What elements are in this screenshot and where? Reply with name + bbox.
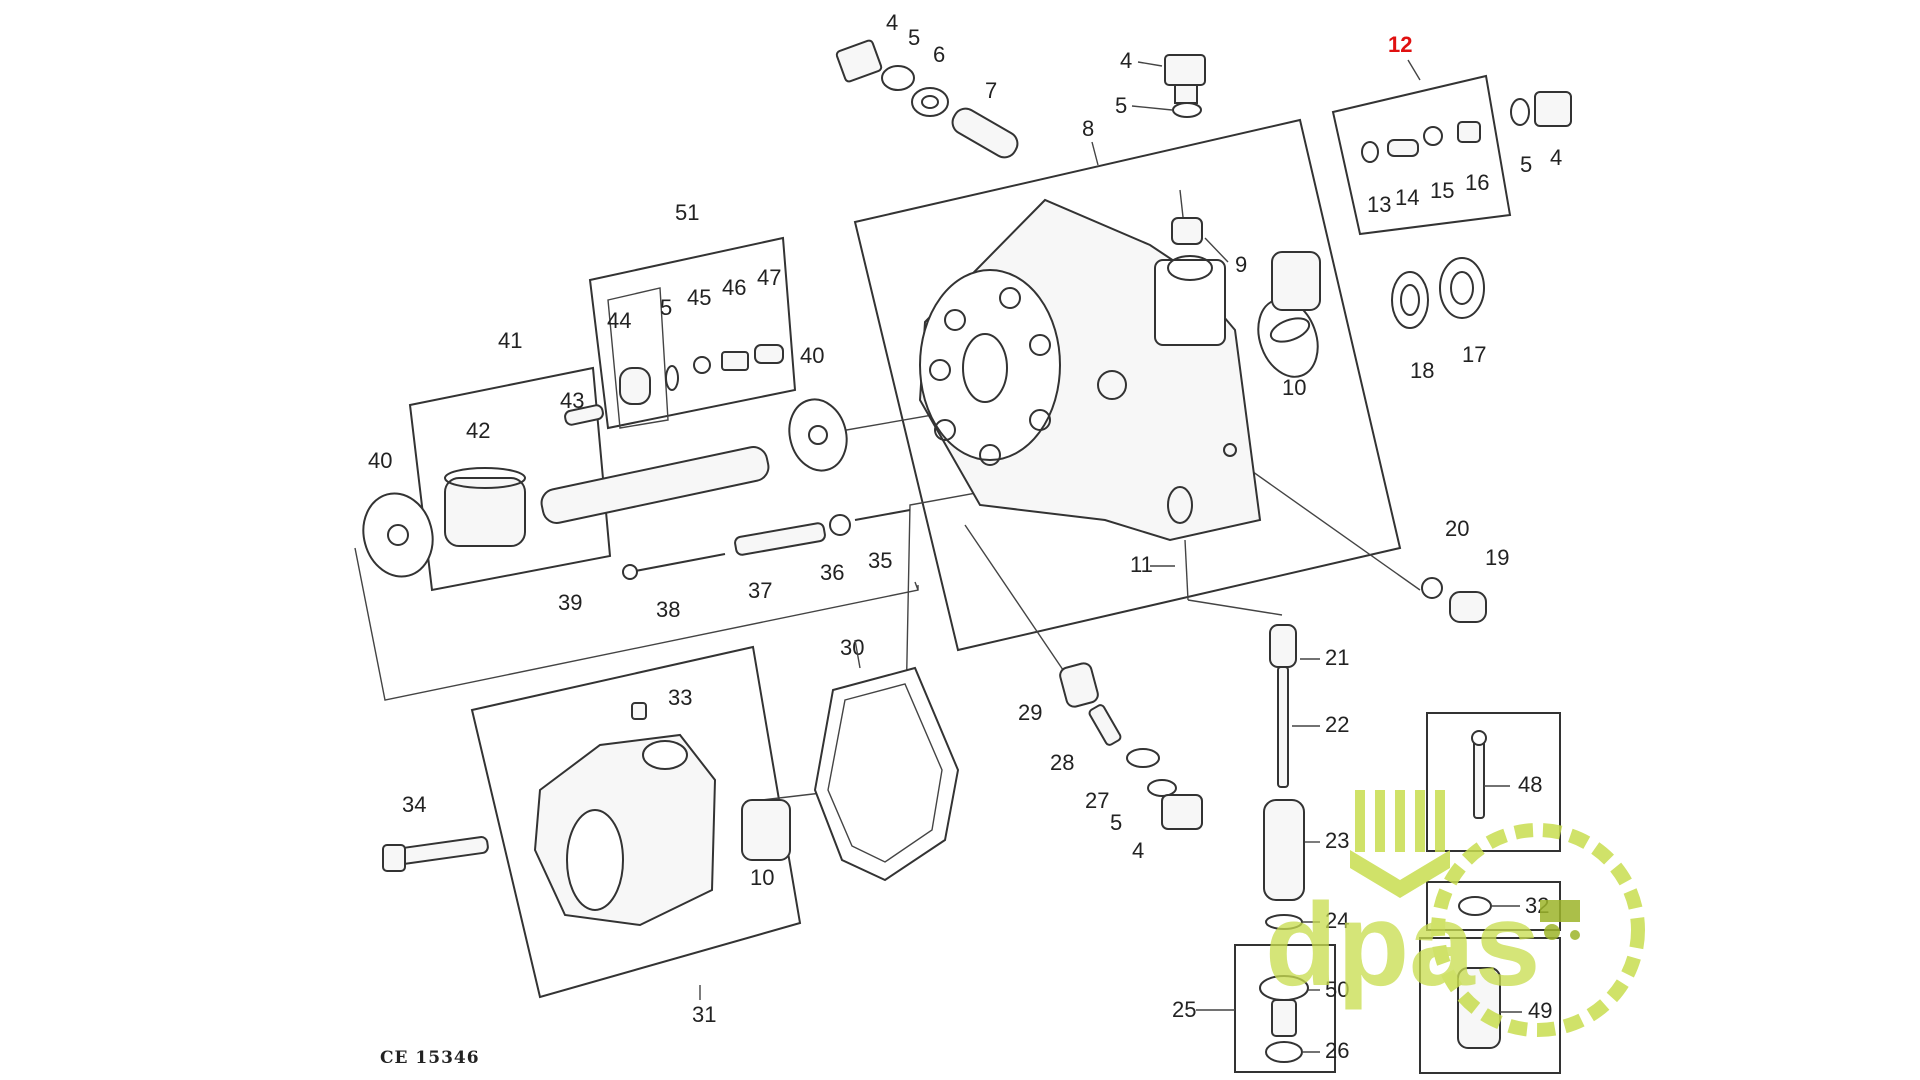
group-box-kit-51 xyxy=(588,236,797,430)
label-28: 28 xyxy=(1050,750,1074,775)
label-12-highlight: 12 xyxy=(1388,32,1412,57)
label-13: 13 xyxy=(1367,192,1391,217)
label-24: 24 xyxy=(1325,908,1349,933)
parts-center-stack xyxy=(1059,624,1309,1063)
wheat-icon xyxy=(1350,790,1450,898)
label-8: 8 xyxy=(1082,116,1094,141)
label-29: 29 xyxy=(1018,700,1042,725)
label-49: 49 xyxy=(1528,998,1552,1023)
parts-shaft-assembly xyxy=(362,398,848,578)
label-17: 17 xyxy=(1462,342,1486,367)
label-25: 25 xyxy=(1172,997,1196,1022)
watermark-logo: dpas xyxy=(1265,790,1645,1037)
label-40-right: 40 xyxy=(800,343,824,368)
label-9: 9 xyxy=(1235,252,1247,277)
group-box-kit-12 xyxy=(1331,74,1512,236)
label-7: 7 xyxy=(985,78,997,103)
label-4-plug: 4 xyxy=(1120,48,1132,73)
label-11: 11 xyxy=(1130,552,1153,577)
label-5-top: 5 xyxy=(908,25,920,50)
group-box-kit-25 xyxy=(1234,944,1336,1073)
gear-icon xyxy=(1431,823,1645,1037)
label-37: 37 xyxy=(748,578,772,603)
label-22: 22 xyxy=(1325,712,1349,737)
label-26: 26 xyxy=(1325,1038,1349,1063)
label-4-top: 4 xyxy=(886,10,898,35)
label-21: 21 xyxy=(1325,645,1349,670)
group-box-lower-housing xyxy=(470,645,802,999)
label-5-kit12: 5 xyxy=(1520,152,1532,177)
label-31: 31 xyxy=(692,1002,716,1027)
parts-right-kits xyxy=(1457,730,1501,1049)
callout-labels: 4 5 6 7 4 5 8 12 5 4 13 14 15 16 9 51 44… xyxy=(368,10,1562,1063)
label-10-top: 10 xyxy=(1282,375,1306,400)
label-47: 47 xyxy=(757,265,781,290)
label-27: 27 xyxy=(1085,788,1109,813)
label-34: 34 xyxy=(402,792,426,817)
main-pump-housing xyxy=(918,198,1262,542)
label-14: 14 xyxy=(1395,185,1419,210)
watermark-text: dpas xyxy=(1265,879,1540,1011)
label-33: 33 xyxy=(668,685,692,710)
connector-lines xyxy=(354,189,1421,811)
parts-kit-12 xyxy=(1361,91,1572,163)
label-43: 43 xyxy=(560,388,584,413)
label-18: 18 xyxy=(1410,358,1434,383)
label-51: 51 xyxy=(675,200,699,225)
label-5-kit51: 5 xyxy=(660,295,672,320)
parts-top-fittings xyxy=(835,39,1319,378)
callout-leaders xyxy=(699,59,1522,1053)
label-38: 38 xyxy=(656,597,680,622)
parts-seals-17-18 xyxy=(1391,257,1485,329)
label-30: 30 xyxy=(840,635,864,660)
group-box-kit-48 xyxy=(1426,712,1561,852)
label-20: 20 xyxy=(1445,516,1469,541)
label-35: 35 xyxy=(868,548,892,573)
parts-right-plug xyxy=(1271,251,1487,623)
label-48: 48 xyxy=(1518,772,1542,797)
label-36: 36 xyxy=(820,560,844,585)
group-box-kit-49 xyxy=(1419,937,1561,1074)
parts-kit-51 xyxy=(619,344,784,405)
label-5-plug: 5 xyxy=(1115,93,1127,118)
label-40-left: 40 xyxy=(368,448,392,473)
label-6-top: 6 xyxy=(933,42,945,67)
label-44: 44 xyxy=(607,308,631,333)
label-42: 42 xyxy=(466,418,490,443)
tractor-icon xyxy=(1540,900,1580,940)
label-46: 46 xyxy=(722,275,746,300)
label-41: 41 xyxy=(498,328,522,353)
label-4-bottom: 4 xyxy=(1132,838,1144,863)
drawing-code: CE 15346 xyxy=(380,1048,480,1068)
label-45: 45 xyxy=(687,285,711,310)
label-39: 39 xyxy=(558,590,582,615)
parts-lower-housing xyxy=(382,666,960,927)
label-5-bottom: 5 xyxy=(1110,810,1122,835)
label-19: 19 xyxy=(1485,545,1509,570)
label-16: 16 xyxy=(1465,170,1489,195)
label-10-bottom: 10 xyxy=(750,865,774,890)
parts-rods-35-38 xyxy=(622,509,911,580)
label-23: 23 xyxy=(1325,828,1349,853)
label-15: 15 xyxy=(1430,178,1454,203)
group-box-main-housing xyxy=(853,118,1402,652)
label-4-kit12: 4 xyxy=(1550,145,1562,170)
label-50: 50 xyxy=(1325,977,1349,1002)
